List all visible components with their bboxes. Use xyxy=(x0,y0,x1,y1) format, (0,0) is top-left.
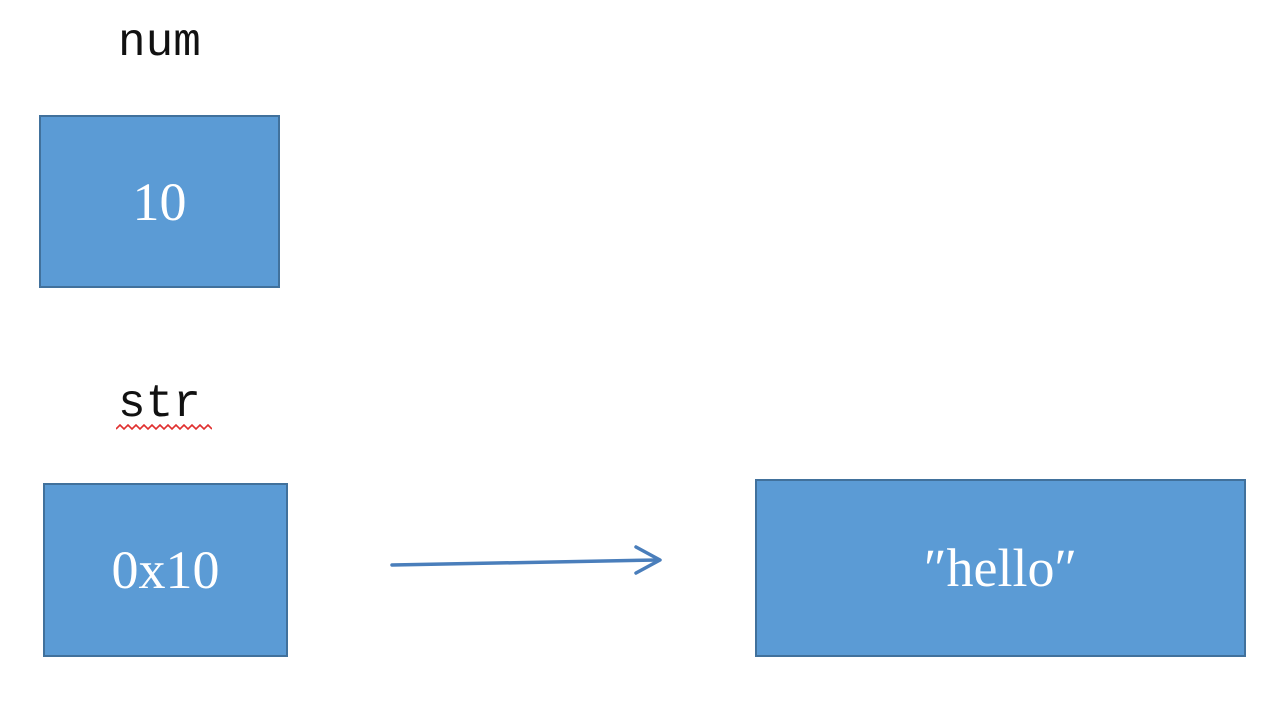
str-variable-name: str xyxy=(118,378,201,430)
arrow-right-icon xyxy=(390,545,662,575)
num-variable-name: num xyxy=(118,17,201,69)
heap-string-value: ″hello″ xyxy=(924,538,1077,598)
heap-string-box: ″hello″ xyxy=(755,479,1246,657)
spellcheck-squiggle xyxy=(116,424,212,431)
num-value: 10 xyxy=(132,171,187,232)
str-value-box: 0x10 xyxy=(43,483,288,657)
num-value-box: 10 xyxy=(39,115,280,288)
str-value: 0x10 xyxy=(111,540,220,600)
